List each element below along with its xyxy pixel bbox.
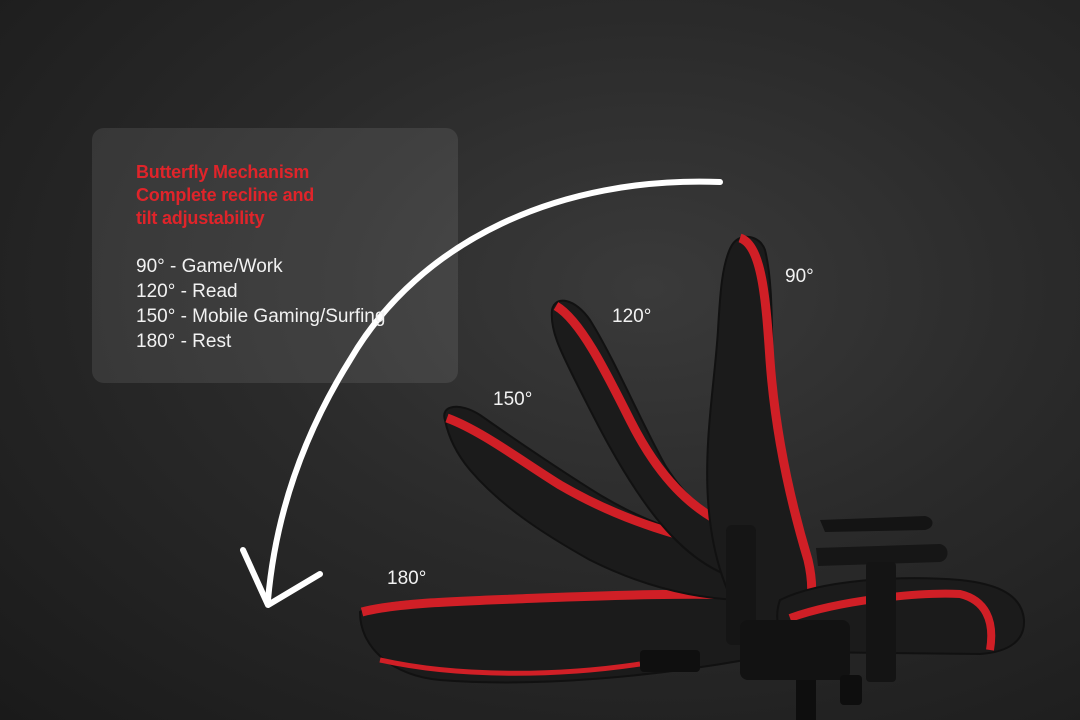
position-item-120: 120° - Read (136, 281, 238, 302)
position-item-150: 150° - Mobile Gaming/Surfing (136, 306, 386, 327)
backrest-180 (358, 589, 747, 684)
info-panel (92, 128, 458, 383)
panel-heading: Butterfly Mechanism Complete recline and… (136, 161, 314, 230)
backrest-90 (706, 233, 817, 634)
chair-base (740, 620, 862, 720)
angle-label-90: 90° (785, 266, 814, 287)
angle-label-150: 150° (493, 389, 533, 410)
position-item-90: 90° - Game/Work (136, 256, 283, 277)
armrest (726, 516, 948, 682)
position-item-180: 180° - Rest (136, 331, 232, 352)
angle-label-180: 180° (387, 568, 427, 589)
recline-positions-list: 90° - Game/Work 120° - Read 150° - Mobil… (136, 254, 385, 354)
angle-label-120: 120° (612, 306, 652, 327)
panel-heading-line: Butterfly Mechanism (136, 162, 310, 182)
recline-arrow-icon (240, 178, 723, 608)
panel-heading-line: tilt adjustability (136, 208, 265, 228)
panel-heading-line: Complete recline and (136, 185, 315, 205)
